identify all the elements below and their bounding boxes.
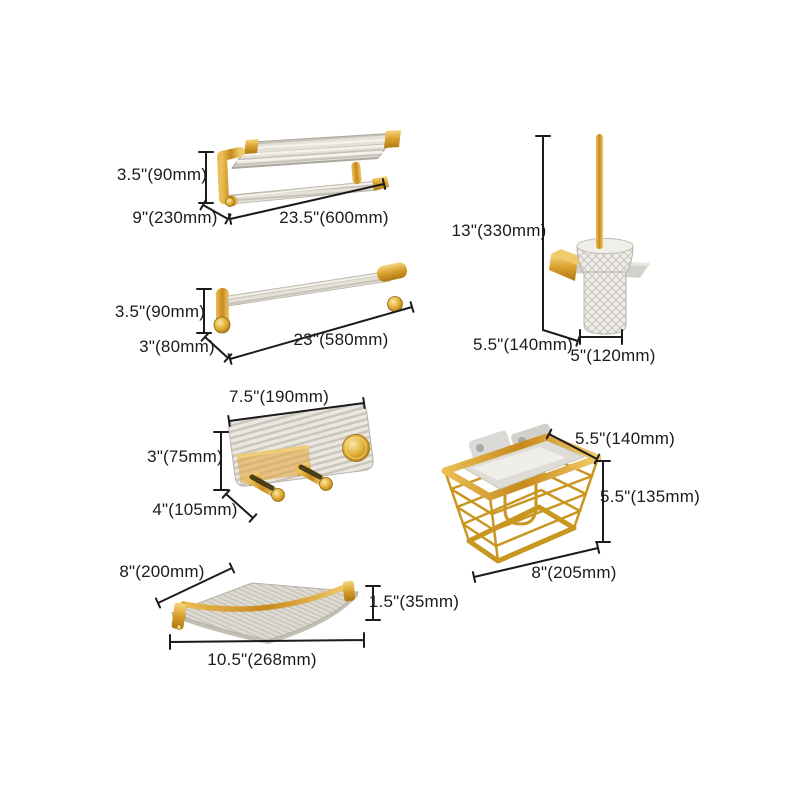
robe-hook-depth-label: 4"(105mm) [152,500,238,519]
robe-hook-dimensions [213,397,366,523]
dimension-line-width [579,329,623,345]
dimension-line-height [198,151,214,204]
towel-bar-height-label: 3.5"(90mm) [114,302,206,321]
dimension-line-height [213,431,229,491]
towel-rack-height-label: 3.5"(90mm) [116,165,208,184]
toilet-brush-illustration [549,134,650,335]
towel-bar-dimensions [196,288,415,365]
storage-basket-dimensions [471,428,611,583]
towel-rack-width-label: 23.5"(600mm) [279,208,389,227]
dimension-line-width [169,632,365,650]
towel-rack-depth-label: 9"(230mm) [132,208,218,227]
towel-rack-illustration [217,130,401,207]
storage-basket-width-label: 8"(205mm) [531,563,617,582]
robe-hook-height-label: 3"(75mm) [147,447,223,466]
toilet-brush-dimensions [535,135,623,347]
storage-basket-height-label: 5.5"(135mm) [600,487,700,506]
dimension-line-width [227,301,415,365]
towel-bar-depth-label: 3"(80mm) [139,337,215,356]
robe-hook-width-label: 7.5"(190mm) [229,387,329,406]
dimension-line-depth [200,332,233,363]
toilet-brush-depth-label: 5.5"(140mm) [473,335,573,354]
towel-bar-illustration [213,262,408,334]
dimension-line-height [535,135,551,331]
robe-hook-illustration [228,403,374,502]
corner-shelf-depth-label: 8"(200mm) [119,562,205,581]
dimension-line-depth [545,428,601,465]
corner-shelf-dimensions [154,562,381,650]
dimension-line-width [471,542,601,583]
towel-bar-width-label: 23"(580mm) [293,330,389,349]
dimension-line-height [365,585,381,621]
dimension-line-depth [154,562,236,609]
dimension-line-width [227,178,387,225]
toilet-brush-width-label: 5"(120mm) [570,346,656,365]
dimension-line-width [227,397,366,427]
corner-shelf-width-label: 10.5"(268mm) [207,650,317,669]
toilet-brush-height-label: 13"(330mm) [451,221,547,240]
dimension-line-height [595,460,611,543]
corner-shelf-illustration [170,580,360,644]
dimension-line-depth [221,489,258,523]
corner-shelf-height-label: 1.5"(35mm) [368,592,460,611]
towel-rack-dimensions [198,151,387,225]
storage-basket-depth-label: 5.5"(140mm) [575,429,675,448]
